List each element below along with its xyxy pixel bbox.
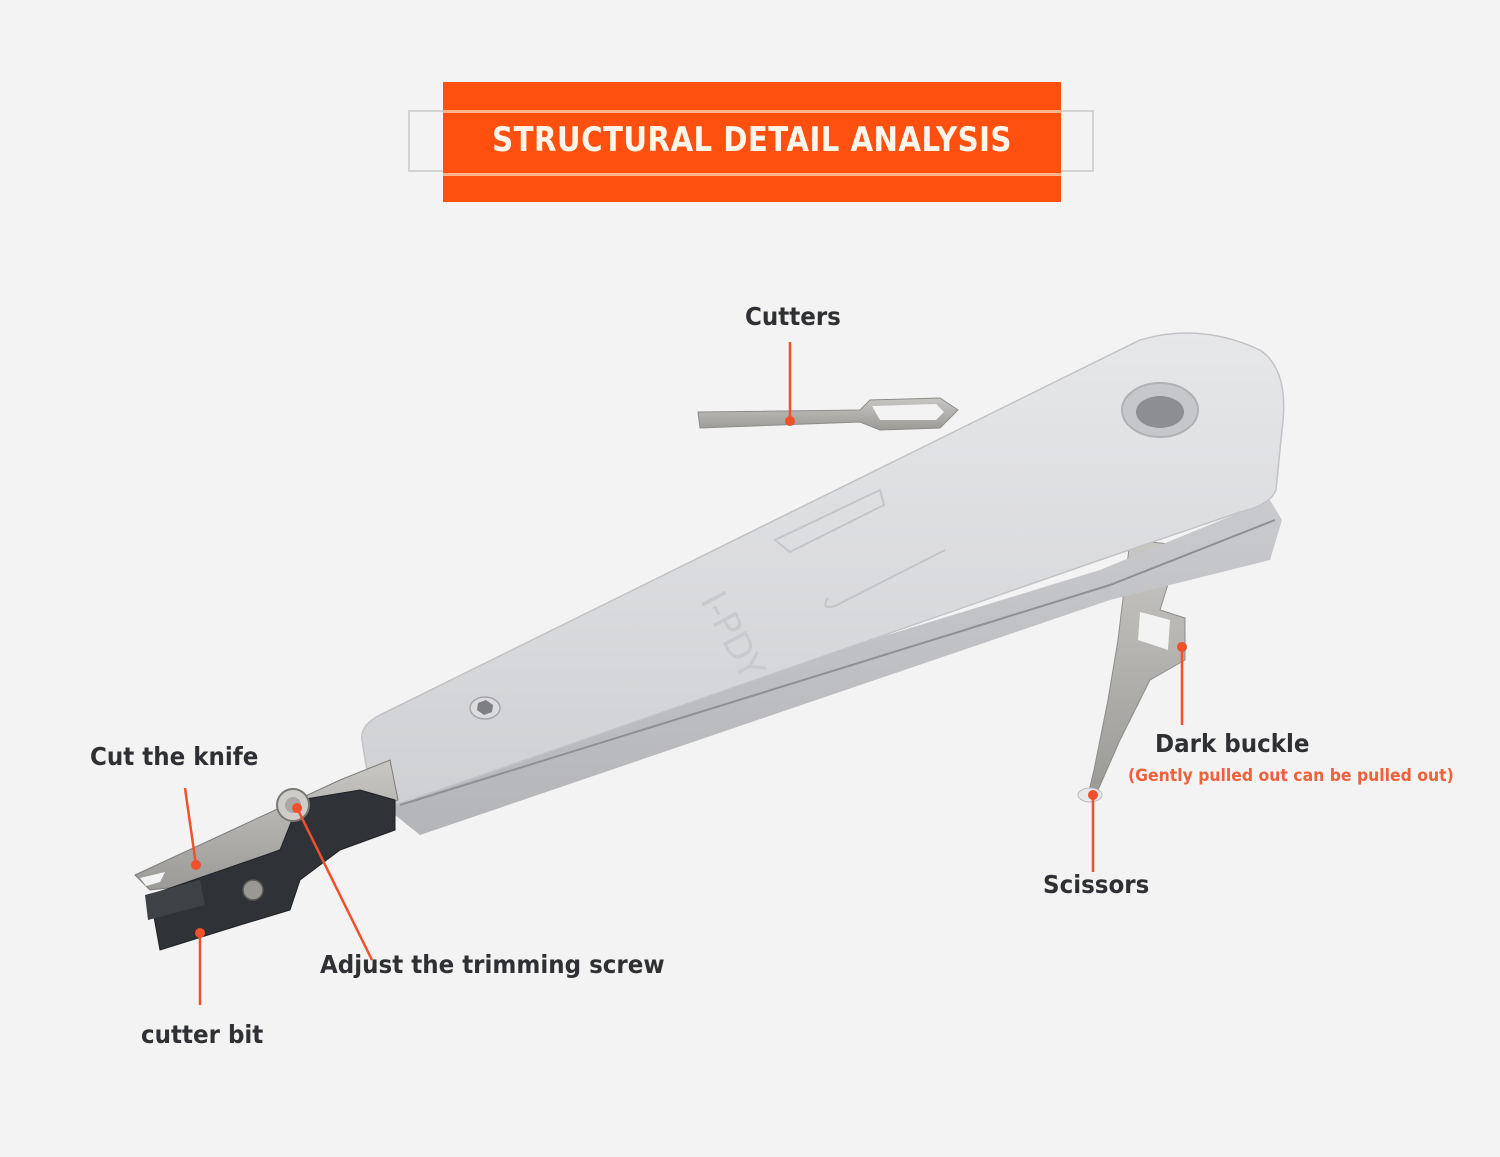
title-banner: STRUCTURAL DETAIL ANALYSIS: [443, 82, 1061, 202]
banner-rule-bottom: [443, 173, 1061, 176]
tool-body: [361, 332, 1285, 805]
banner-rule-top: [443, 110, 1061, 113]
page-title: STRUCTURAL DETAIL ANALYSIS: [492, 120, 1012, 160]
callout-cutters: Cutters: [745, 302, 841, 331]
callout-dark-buckle-note: (Gently pulled out can be pulled out): [1128, 766, 1454, 786]
tool-body-side: [380, 500, 1282, 835]
callout-dark-buckle: Dark buckle: [1155, 729, 1310, 758]
callout-adjust-screw: Adjust the trimming screw: [320, 950, 665, 979]
cutters-blade: [697, 397, 959, 431]
callout-scissors: Scissors: [1043, 870, 1150, 899]
callout-leaders: [183, 342, 1187, 1005]
callout-cutter-bit: cutter bit: [141, 1020, 264, 1049]
tool-head: [134, 759, 399, 951]
body-screw-icon: [469, 696, 501, 720]
callout-cut-the-knife: Cut the knife: [90, 742, 259, 771]
